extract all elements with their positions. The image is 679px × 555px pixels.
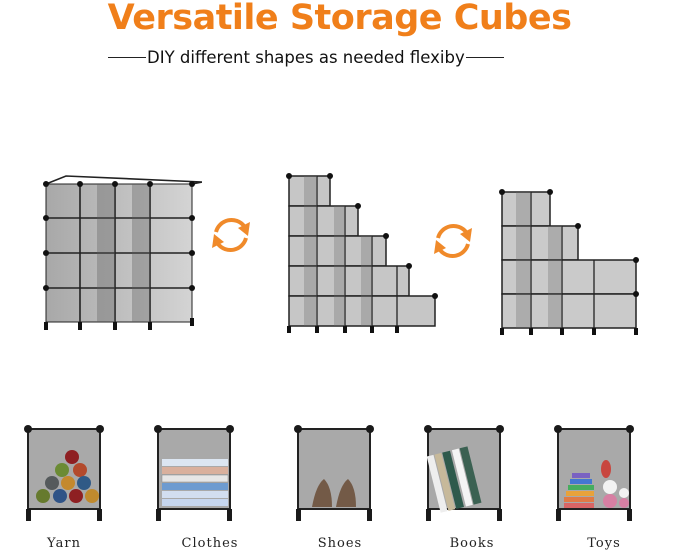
subtitle-row: DIY different shapes as needed flexiby	[108, 44, 562, 70]
caption-yarn: Yarn	[47, 536, 81, 551]
subtitle-right-rule	[465, 56, 504, 58]
cube-clothes-image	[154, 425, 234, 521]
subtitle: DIY different shapes as needed flexiby	[147, 47, 465, 67]
cube-books-image	[424, 425, 504, 521]
caption-shoes: Shoes	[317, 536, 363, 551]
refresh-arrows-icon	[434, 224, 472, 258]
caption-books: Books	[449, 536, 495, 551]
subtitle-left-rule	[108, 56, 146, 58]
page-title: Versatile Storage Cubes	[107, 0, 572, 38]
cube-toys-image	[554, 425, 634, 521]
shelf-4x4-grid-image	[43, 175, 202, 330]
cube-shoes-image	[294, 425, 374, 521]
shelf-staircase-3-image	[499, 189, 639, 335]
refresh-arrows-icon	[212, 218, 250, 252]
cube-yarn-image	[24, 425, 104, 521]
caption-clothes: Clothes	[181, 536, 239, 551]
caption-toys: Toys	[587, 536, 621, 551]
shelf-staircase-5-image	[286, 173, 438, 333]
